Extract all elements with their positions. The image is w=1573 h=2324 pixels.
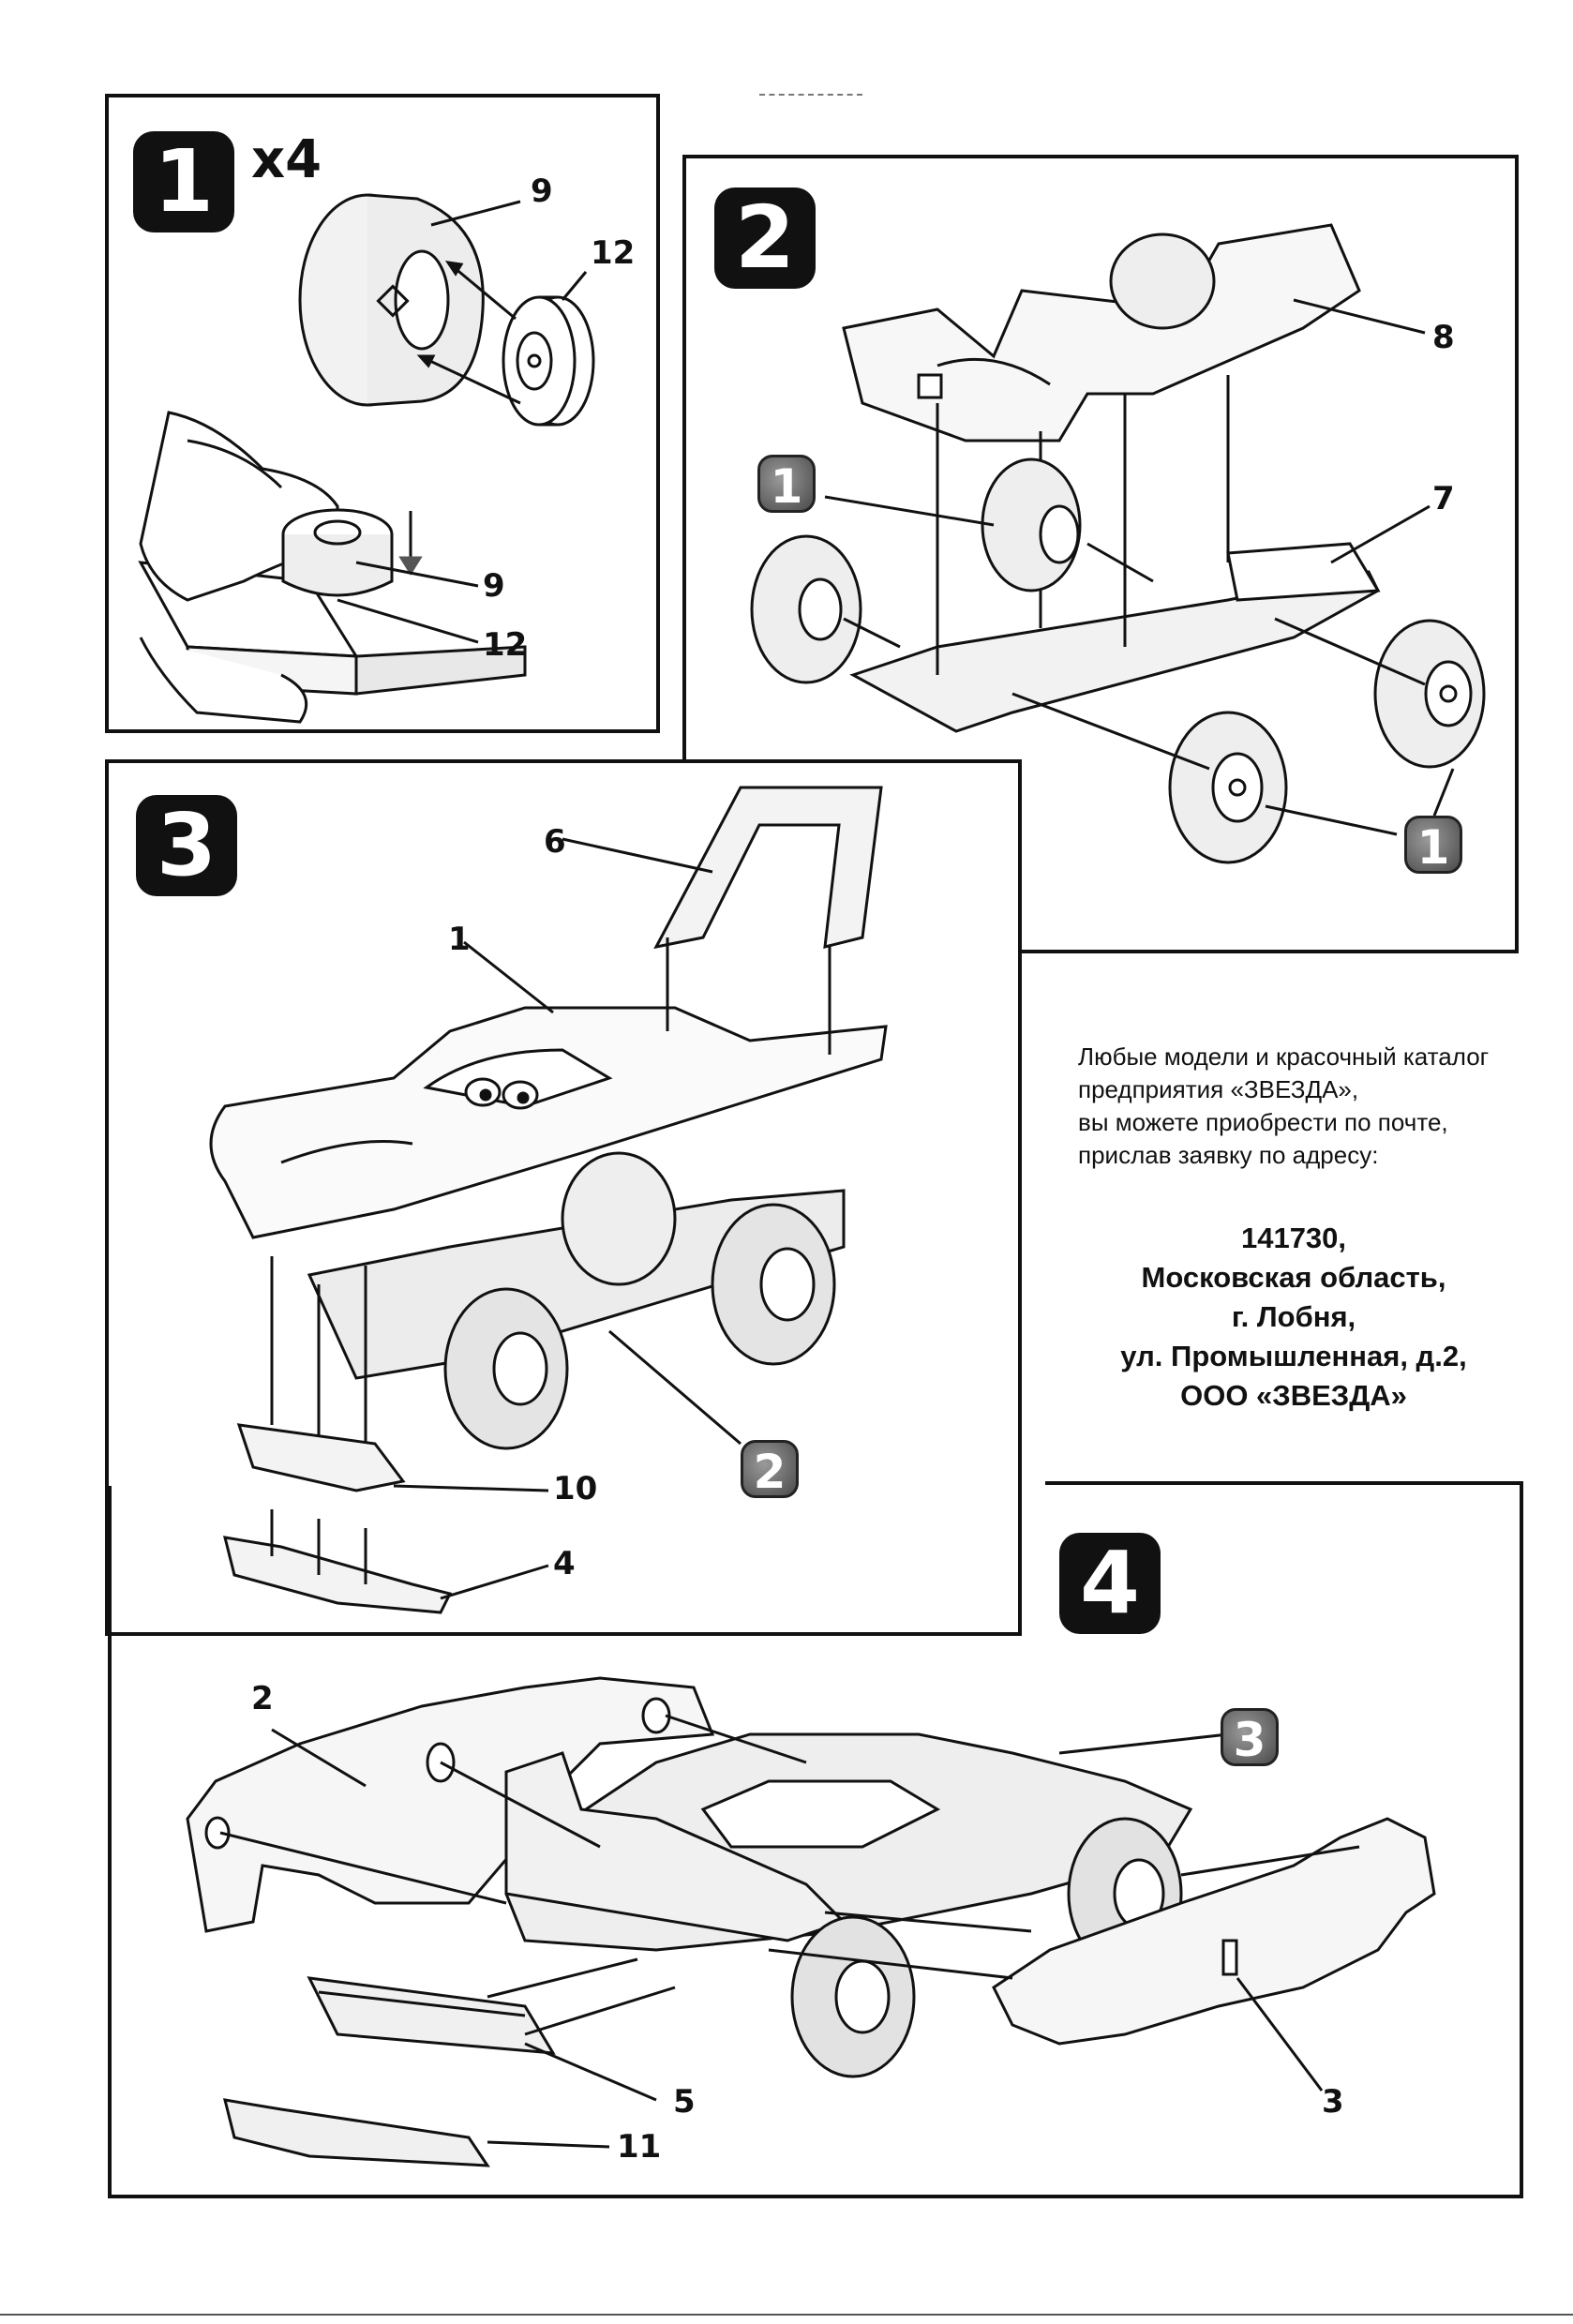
step-4-badge: 4	[1059, 1533, 1161, 1634]
step-3-subassembly-2: 2	[741, 1440, 799, 1499]
step-1-badge: 1	[133, 131, 234, 232]
step-1-multiplier: x4	[251, 129, 322, 190]
top-dash-mark	[759, 94, 862, 96]
address-line-2: Московская область,	[1141, 1261, 1446, 1294]
step-4-part-2: 2	[251, 1680, 274, 1717]
step-4-part-5: 5	[673, 2083, 696, 2121]
step-4-subassembly-3: 3	[1221, 1708, 1279, 1767]
step-4-top-border	[1045, 1481, 1523, 1485]
address-line-5: ООО «ЗВЕЗДА»	[1180, 1379, 1407, 1412]
step-3-badge: 3	[136, 795, 237, 896]
address-line-1: 141730,	[1240, 1222, 1347, 1254]
step-4-part-11: 11	[617, 2128, 662, 2166]
step-2-part-7: 7	[1432, 480, 1455, 517]
step-2-part-8: 8	[1432, 319, 1455, 356]
step-4-left-tick	[108, 1664, 112, 2198]
step-2-subassembly-1-right: 1	[1404, 816, 1462, 875]
info-text: Любые модели и красочный каталог предпри…	[1078, 1041, 1519, 1172]
info-line-2: предприятия «ЗВЕЗДА»,	[1078, 1075, 1359, 1103]
info-line-1: Любые модели и красочный каталог	[1078, 1042, 1490, 1071]
address-line-3: г. Лобня,	[1231, 1300, 1356, 1333]
step-1-part-12-bottom: 12	[483, 626, 528, 664]
info-line-3: вы можете приобрести по почте,	[1078, 1108, 1448, 1136]
info-line-4: прислав заявку по адресу:	[1078, 1141, 1379, 1169]
step-4-right-border	[1520, 1481, 1523, 2198]
step-1-part-9-top: 9	[531, 172, 553, 210]
address-line-4: ул. Промышленная, д.2,	[1120, 1340, 1467, 1372]
step-2-badge: 2	[714, 187, 816, 289]
step-2-subassembly-1-left: 1	[757, 455, 816, 514]
step-3-part-6: 6	[544, 823, 566, 861]
step-4-part-3: 3	[1322, 2083, 1344, 2121]
step-3-part-10: 10	[553, 1470, 598, 1507]
step-3-part-1: 1	[448, 921, 471, 958]
bottom-rule	[0, 2314, 1573, 2316]
step-1-part-12-top: 12	[591, 234, 636, 272]
step-1-part-9-bottom: 9	[483, 567, 505, 605]
step-3-part-4: 4	[553, 1545, 576, 1582]
postal-address: 141730, Московская область, г. Лобня, ул…	[1069, 1219, 1519, 1416]
